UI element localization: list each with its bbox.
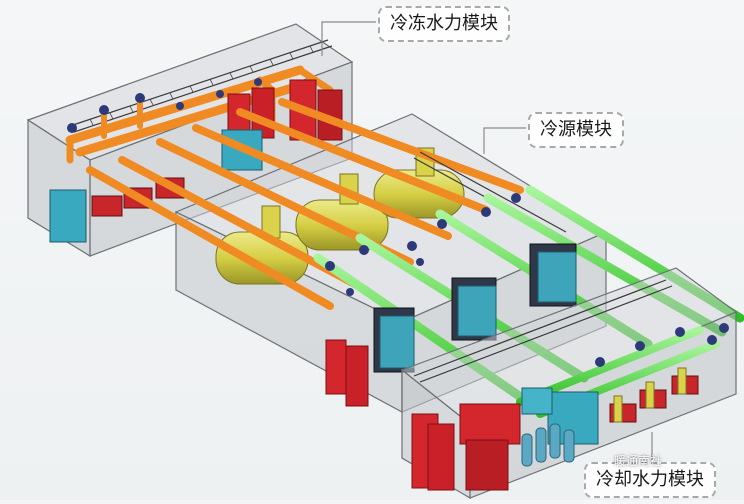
freeze-water-module-label: 冷冻水力模块 (378, 6, 510, 42)
source-label-leader (483, 127, 526, 154)
pumps (609, 367, 699, 423)
chiller-tank (373, 147, 465, 219)
cable-tray (413, 279, 673, 383)
chiller-module-label: 冷源模块 (528, 112, 624, 148)
control-cabinet (521, 387, 553, 415)
label-leaders (321, 21, 653, 460)
electrical-cabinets (373, 243, 577, 373)
cable-tray (69, 39, 333, 133)
valves (67, 78, 262, 133)
red-cabinets (325, 339, 369, 407)
cooling-water-module (400, 267, 738, 500)
freeze-label-leader (321, 21, 376, 56)
control-cabinet (49, 189, 87, 243)
valves (325, 193, 521, 296)
red-cabinets (411, 403, 521, 491)
cooling-water-module-label: 冷却水力模块 (584, 462, 716, 498)
valves (595, 323, 729, 367)
red-cabinets (227, 79, 343, 141)
treatment-tanks (521, 423, 575, 467)
watermark: 暖通南社 (614, 454, 663, 468)
